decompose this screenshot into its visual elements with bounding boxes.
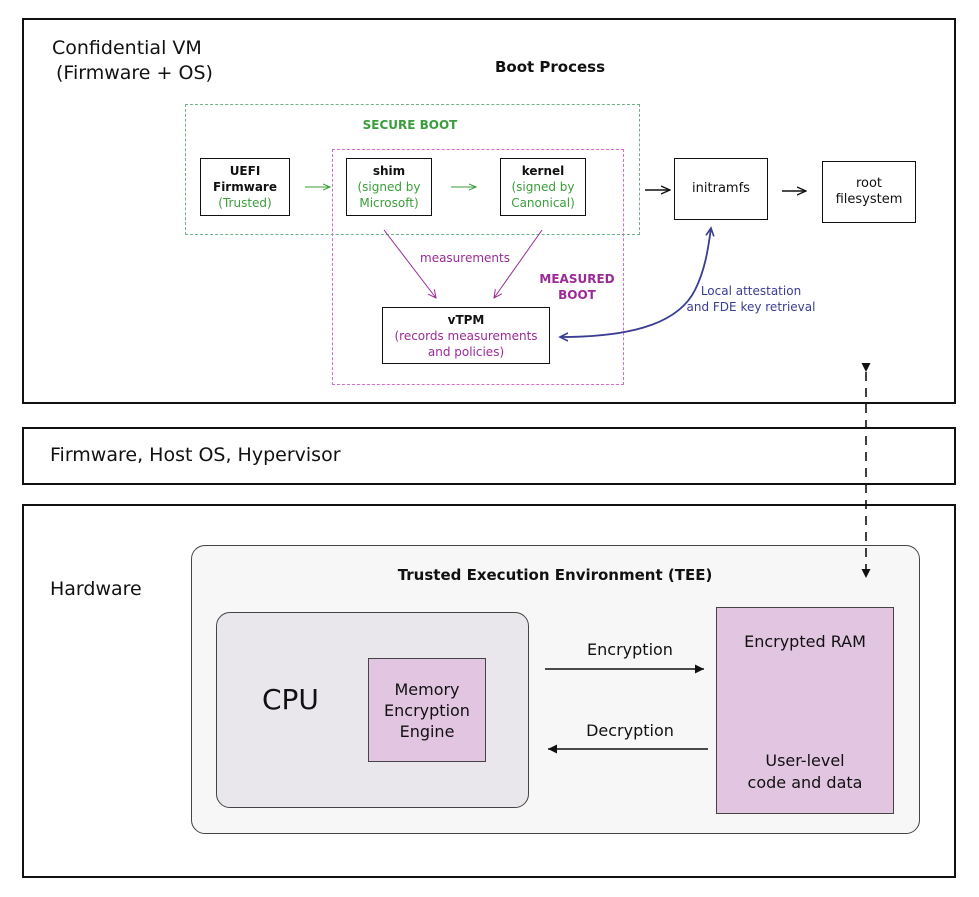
vtpm-node: vTPM (records measurements and policies): [382, 307, 550, 364]
hardware-layer-title: Hardware: [50, 578, 142, 600]
uefi-note: (Trusted): [218, 196, 272, 210]
uefi-line2: Firmware: [213, 180, 277, 194]
memory-encryption-engine: Memory Encryption Engine: [368, 658, 486, 762]
host-layer-title: Firmware, Host OS, Hypervisor: [50, 444, 341, 466]
uefi-line1: UEFI: [229, 164, 261, 178]
shim-note2: Microsoft): [359, 196, 419, 210]
initramfs-node: initramfs: [674, 158, 768, 220]
ram-line1: User-level: [765, 751, 845, 770]
tee-title: Trusted Execution Environment (TEE): [397, 566, 713, 584]
measured-boot-label-line1: MEASURED: [539, 272, 615, 286]
confidential-vm-title: Confidential VM (Firmware + OS): [52, 36, 213, 86]
confidential-vm-title-line1: Confidential VM: [52, 37, 202, 59]
root-filesystem-node: root filesystem: [822, 161, 916, 223]
vtpm-note1: (records measurements: [394, 328, 538, 343]
measurements-label: measurements: [420, 251, 510, 265]
uefi-firmware-node: UEFI Firmware (Trusted): [200, 158, 290, 216]
measured-boot-label: MEASURED BOOT: [532, 271, 622, 303]
rootfs-line2: filesystem: [835, 192, 903, 207]
encryption-label: Encryption: [587, 640, 673, 659]
shim-name: shim: [372, 164, 406, 178]
kernel-node: kernel (signed by Canonical): [500, 158, 586, 216]
attestation-line2: and FDE key retrieval: [686, 300, 816, 314]
ram-line2: code and data: [747, 773, 863, 792]
vtpm-name: vTPM: [447, 312, 485, 327]
cpu-label: CPU: [262, 683, 319, 716]
initramfs-name: initramfs: [692, 181, 750, 196]
measured-boot-label-line2: BOOT: [558, 288, 596, 302]
vtpm-note2: and policies): [427, 344, 505, 359]
attestation-label: Local attestation and FDE key retrieval: [676, 283, 826, 315]
kernel-note2: Canonical): [511, 196, 575, 210]
rootfs-line1: root: [855, 176, 883, 191]
kernel-name: kernel: [521, 164, 565, 178]
mee-line3: Engine: [399, 721, 455, 741]
confidential-vm-title-line2: (Firmware + OS): [56, 62, 213, 84]
encrypted-ram: [716, 607, 894, 814]
attestation-line1: Local attestation: [700, 284, 802, 298]
kernel-note1: (signed by: [511, 180, 575, 194]
mee-line2: Encryption: [384, 700, 470, 720]
boot-process-heading: Boot Process: [494, 58, 606, 76]
encrypted-ram-title: Encrypted RAM: [744, 632, 866, 651]
decryption-label: Decryption: [586, 721, 674, 740]
secure-boot-label: SECURE BOOT: [362, 118, 458, 132]
encrypted-ram-contents: User-level code and data: [716, 750, 894, 794]
mee-line1: Memory: [394, 679, 460, 699]
shim-note1: (signed by: [357, 180, 421, 194]
host-layer: [22, 427, 956, 485]
shim-node: shim (signed by Microsoft): [346, 158, 432, 216]
